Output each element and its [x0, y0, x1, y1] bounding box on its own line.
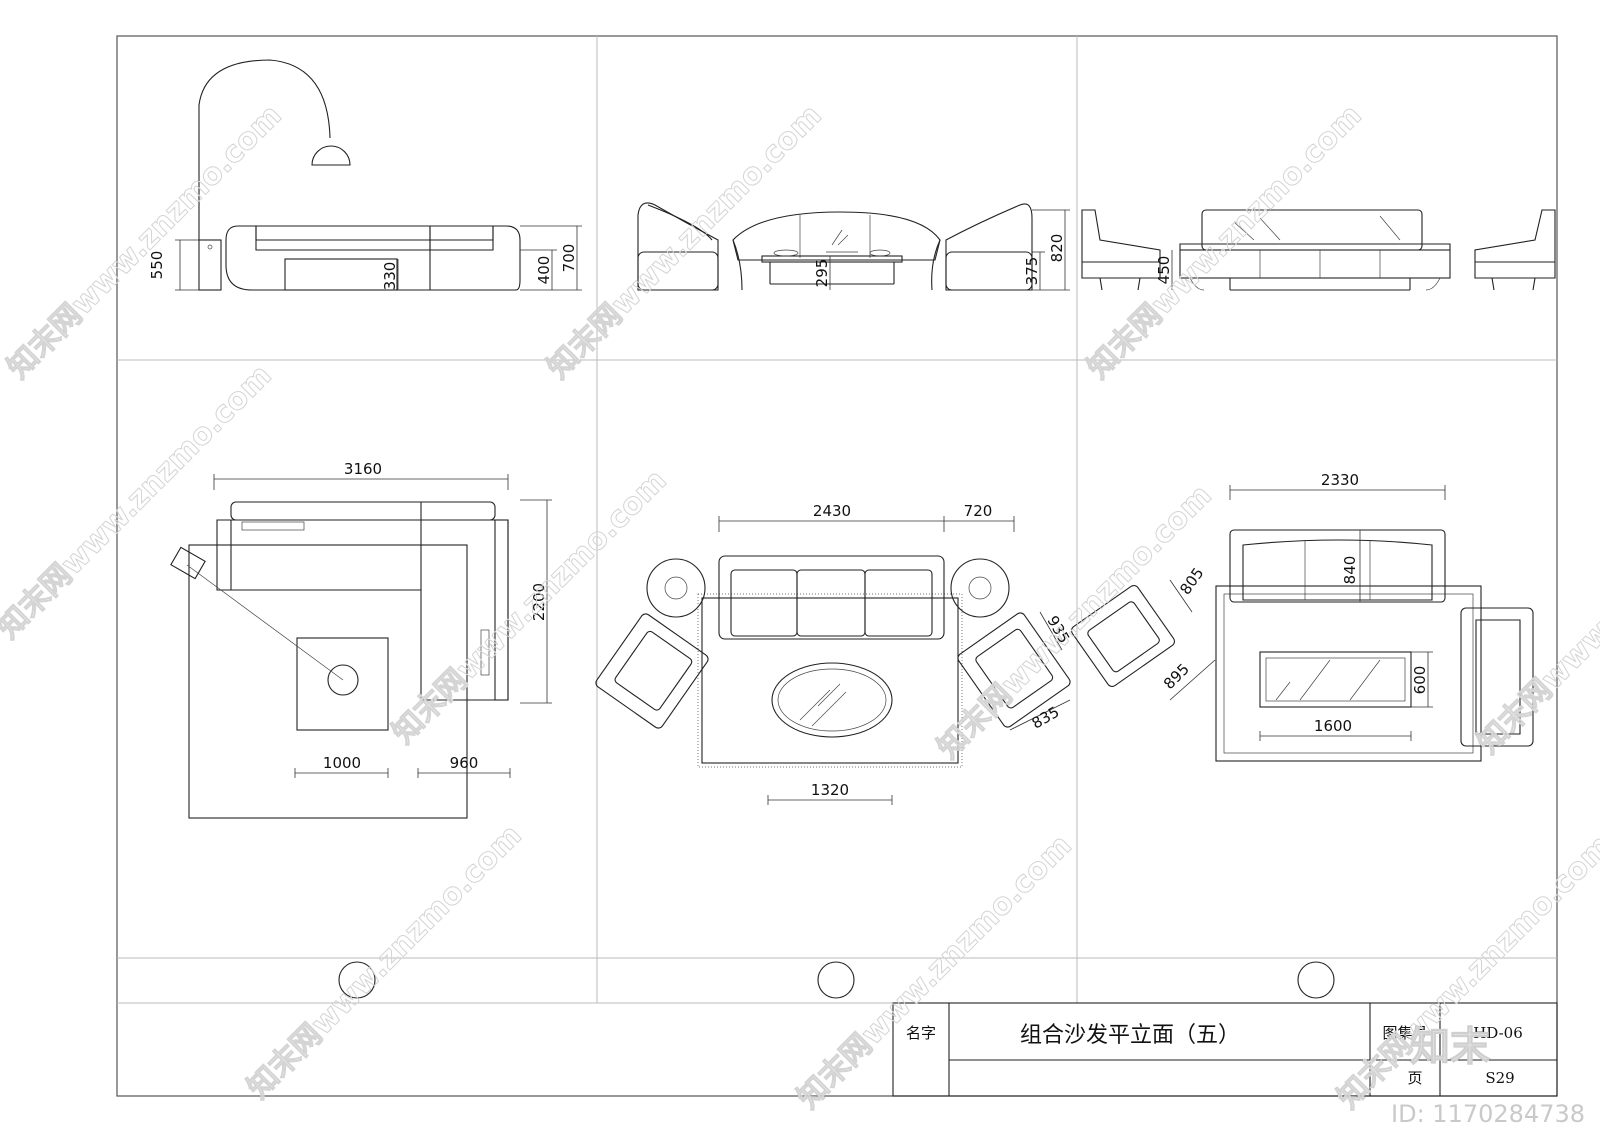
- watermark-text: 知末网www.znzmo.com: [1, 98, 289, 386]
- watermark-text: 知末网www.znzmo.com: [541, 98, 829, 386]
- dim-2430: 2430: [813, 502, 851, 520]
- dim-960: 960: [450, 754, 479, 772]
- elevation-2: [637, 202, 1070, 291]
- dim-840: 840: [1341, 556, 1359, 585]
- watermark-text: 知末网www.znzmo.com: [1471, 473, 1600, 761]
- dim-600: 600: [1411, 666, 1429, 695]
- dim-550: 550: [148, 251, 166, 280]
- watermark-text: 知末网www.znzmo.com: [1081, 98, 1369, 386]
- plan-2: [595, 516, 1071, 805]
- dim-1600: 1600: [1314, 717, 1352, 735]
- name-label: 名字: [906, 1024, 936, 1042]
- dim-375: 375: [1023, 257, 1041, 286]
- id-watermark: ID: 1170284738: [1391, 1100, 1585, 1128]
- watermark-text: 知末网www.znzmo.com: [386, 463, 674, 751]
- page-label: 页: [1407, 1069, 1422, 1087]
- plan-3: [1070, 485, 1534, 762]
- dim-2200: 2200: [530, 583, 548, 621]
- dim-330: 330: [381, 262, 399, 291]
- dim-1000: 1000: [323, 754, 361, 772]
- title-block: [892, 1002, 1558, 1097]
- dim-400: 400: [535, 256, 553, 285]
- dim-1320: 1320: [811, 781, 849, 799]
- dim-835: 835: [1029, 703, 1063, 733]
- watermark-text: 知末网www.znzmo.com: [1331, 828, 1600, 1116]
- watermark-text: 知末网www.znzmo.com: [241, 818, 529, 1106]
- atlas-value: HD-06: [1473, 1024, 1523, 1042]
- atlas-label: 图集号: [1382, 1024, 1427, 1042]
- page-value: S29: [1485, 1069, 1514, 1087]
- dim-700: 700: [560, 244, 578, 273]
- dim-720: 720: [964, 502, 993, 520]
- dim-805: 805: [1176, 564, 1207, 598]
- elevation-3: [1081, 209, 1556, 291]
- drawing-title: 组合沙发平立面（五）: [1020, 1023, 1240, 1048]
- brand-watermark: 知末: [1410, 1024, 1490, 1070]
- dim-450: 450: [1155, 256, 1173, 285]
- dim-895: 895: [1160, 660, 1193, 693]
- watermark-text: 知末网www.znzmo.com: [791, 828, 1079, 1116]
- dim-3160: 3160: [344, 460, 382, 478]
- elevation-1: [175, 59, 582, 291]
- column-markers: [338, 961, 1335, 999]
- dim-295: 295: [813, 259, 831, 288]
- dim-820: 820: [1048, 234, 1066, 263]
- dim-2330: 2330: [1321, 471, 1359, 489]
- plan-1: [170, 474, 552, 819]
